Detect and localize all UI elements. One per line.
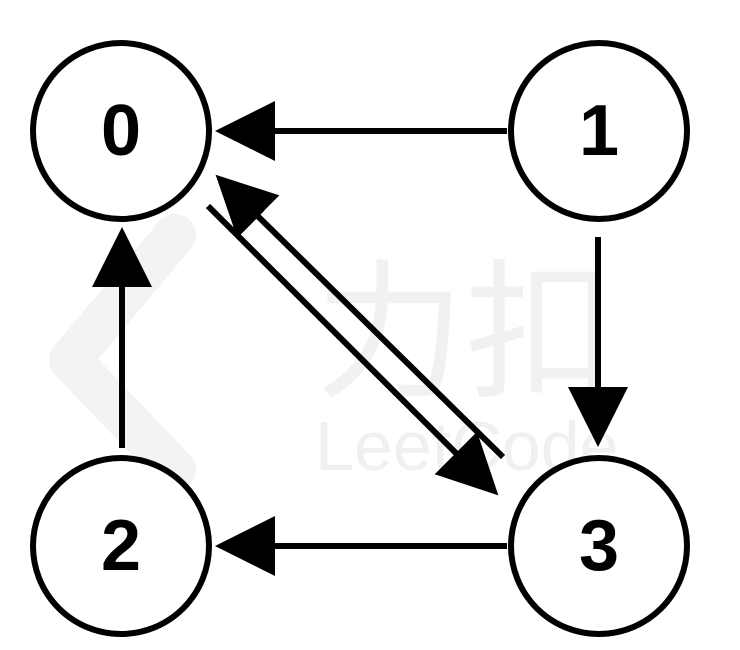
edge-3-to-0 bbox=[215, 174, 506, 460]
edges bbox=[92, 101, 628, 576]
node-0: 0 bbox=[30, 40, 212, 222]
node-2: 2 bbox=[30, 455, 212, 637]
watermark: 力扣 LeetCode bbox=[49, 214, 619, 491]
watermark-cjk: 力扣 bbox=[315, 247, 615, 421]
node-1-circle bbox=[508, 40, 690, 222]
node-0-label: 0 bbox=[101, 91, 141, 171]
node-1: 1 bbox=[508, 40, 690, 222]
node-1-label: 1 bbox=[579, 91, 619, 171]
node-3-circle bbox=[508, 455, 690, 637]
edge-0-to-3 bbox=[205, 203, 499, 496]
node-3: 3 bbox=[508, 455, 690, 637]
node-3-label: 3 bbox=[579, 506, 619, 586]
node-0-circle bbox=[30, 40, 212, 222]
node-2-circle bbox=[30, 455, 212, 637]
node-2-label: 2 bbox=[101, 506, 141, 586]
